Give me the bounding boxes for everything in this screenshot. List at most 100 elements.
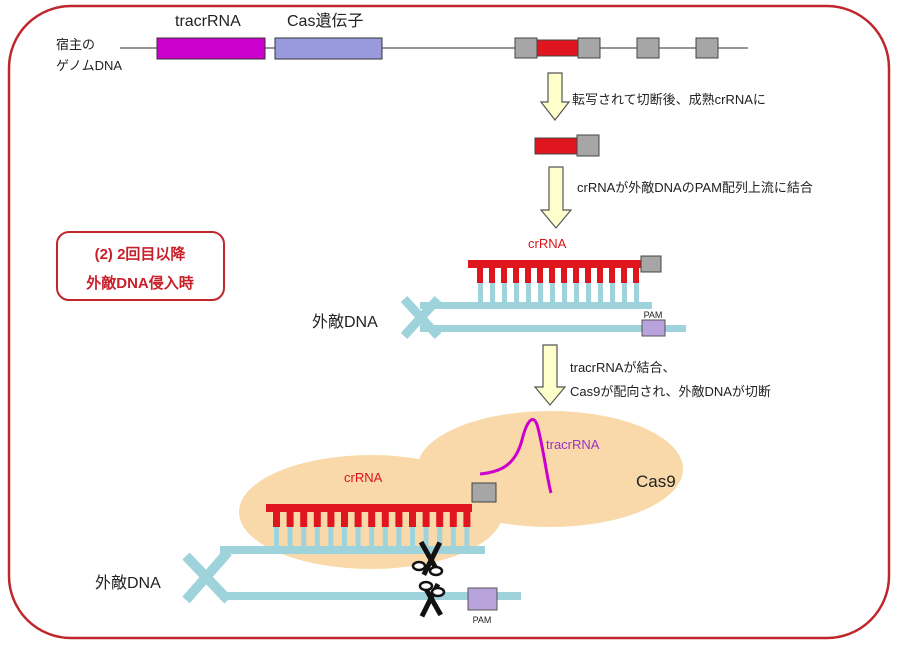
middle-crrna-repeat <box>640 255 662 273</box>
stage-box <box>56 231 225 301</box>
crrna-base <box>489 267 495 283</box>
middle-crrna-bases <box>477 267 639 283</box>
crrna-base <box>633 267 639 283</box>
crrna-base <box>463 511 471 527</box>
crrna-base <box>422 511 430 527</box>
step3-text-line1: tracrRNAが結合、 <box>570 360 675 375</box>
crrna-base <box>621 267 627 283</box>
dna-base <box>410 527 415 547</box>
crrna-base <box>501 267 507 283</box>
bottom-dna-cross <box>182 548 232 604</box>
dna-base <box>450 527 456 547</box>
mature-crrna-spacer <box>534 137 578 155</box>
down-arrow-1 <box>539 72 571 121</box>
crrna-base <box>286 511 294 527</box>
crrna-base <box>585 267 591 283</box>
mature-crrna-repeat <box>576 134 600 157</box>
crrna-base <box>300 511 308 527</box>
tracr-gene-box <box>156 37 266 60</box>
repeat-box <box>636 37 660 59</box>
step3-text-line2: Cas9が配向され、外敵DNAが切断 <box>570 384 771 399</box>
spacer-box <box>536 39 579 57</box>
dna-base <box>423 527 429 547</box>
crrna-base <box>537 267 543 283</box>
crrna-base <box>409 511 416 527</box>
middle-crrna-label: crRNA <box>528 236 567 251</box>
step2-text: crRNAが外敵DNAのPAM配列上流に結合 <box>577 180 813 195</box>
middle-dna-upper-strand <box>420 302 652 309</box>
crrna-base <box>341 511 348 527</box>
tracrrna-strand <box>479 417 553 494</box>
crrna-base <box>395 511 403 527</box>
middle-crrna-bar <box>468 260 641 268</box>
bottom-tracrrna-label: tracrRNA <box>546 437 600 452</box>
dna-base <box>464 527 470 547</box>
middle-dna-bases <box>478 283 639 303</box>
dna-base <box>490 283 495 303</box>
repeat-box <box>577 37 601 59</box>
crrna-base <box>273 511 280 527</box>
step1-text: 転写されて切断後、成熟crRNAに <box>572 92 766 107</box>
dna-base <box>369 527 375 547</box>
host-genome: 宿主の ゲノムDNA tracrRNA Cas遺伝子 <box>56 12 748 73</box>
dna-base <box>526 283 531 303</box>
bottom-foreign-dna: PAM 外敵DNA <box>95 546 521 625</box>
dna-base <box>622 283 627 303</box>
middle-dna-label: 外敵DNA <box>312 313 378 331</box>
dna-base <box>634 283 639 303</box>
scissors-icon <box>411 540 444 577</box>
dna-base <box>562 283 567 303</box>
dna-base <box>514 283 519 303</box>
tracr-gene-label: tracrRNA <box>175 13 241 30</box>
dna-base <box>550 283 555 303</box>
bottom-pam-label: PAM <box>473 615 492 625</box>
dna-base <box>314 527 320 547</box>
dna-base <box>382 527 388 547</box>
dna-base <box>328 527 334 547</box>
crrna-base <box>513 267 519 283</box>
dna-base <box>287 527 293 547</box>
genome-label-line2: ゲノムDNA <box>56 58 122 73</box>
dna-base <box>301 527 307 547</box>
bottom-dna-upper-strand <box>220 546 485 554</box>
dna-base <box>396 527 402 547</box>
bottom-pam-box <box>467 587 498 611</box>
dna-base <box>342 527 347 547</box>
dna-base <box>598 283 603 303</box>
middle-complex: crRNA PAM 外敵DNA <box>312 236 686 340</box>
down-arrow-3 <box>533 344 567 406</box>
cas-gene-label: Cas遺伝子 <box>287 12 363 30</box>
dna-base <box>437 527 443 547</box>
crrna-base <box>368 511 376 527</box>
middle-dna-lower-strand <box>420 325 686 332</box>
crrna-base <box>449 511 457 527</box>
bottom-crrna-label: crRNA <box>344 470 383 485</box>
dna-base <box>502 283 507 303</box>
scissors-icon <box>418 580 446 618</box>
crrna-base <box>313 511 321 527</box>
dna-base <box>355 527 361 547</box>
crrna-base <box>381 511 389 527</box>
dna-base <box>478 283 483 303</box>
middle-pam-box <box>641 319 666 337</box>
repeat-box <box>514 37 538 59</box>
genome-label-line1: 宿主の <box>56 37 95 52</box>
crrna-base <box>525 267 531 283</box>
stage-line1: (2) 2回目以降 <box>95 245 187 263</box>
crrna-base <box>549 267 555 283</box>
crrna-base <box>573 267 579 283</box>
bottom-dna-label: 外敵DNA <box>95 574 161 592</box>
dna-base <box>574 283 579 303</box>
dna-base <box>586 283 591 303</box>
stage-line2: 外敵DNA侵入時 <box>85 274 194 292</box>
middle-dna-cross <box>400 295 442 340</box>
cas9-label: Cas9 <box>636 472 676 491</box>
crrna-base <box>354 511 362 527</box>
bottom-crrna-bar <box>266 504 472 512</box>
bottom-crrna-bases <box>273 511 471 527</box>
down-arrow-2 <box>539 166 573 229</box>
repeat-box <box>695 37 719 59</box>
dna-base <box>610 283 615 303</box>
crrna-base <box>561 267 567 283</box>
